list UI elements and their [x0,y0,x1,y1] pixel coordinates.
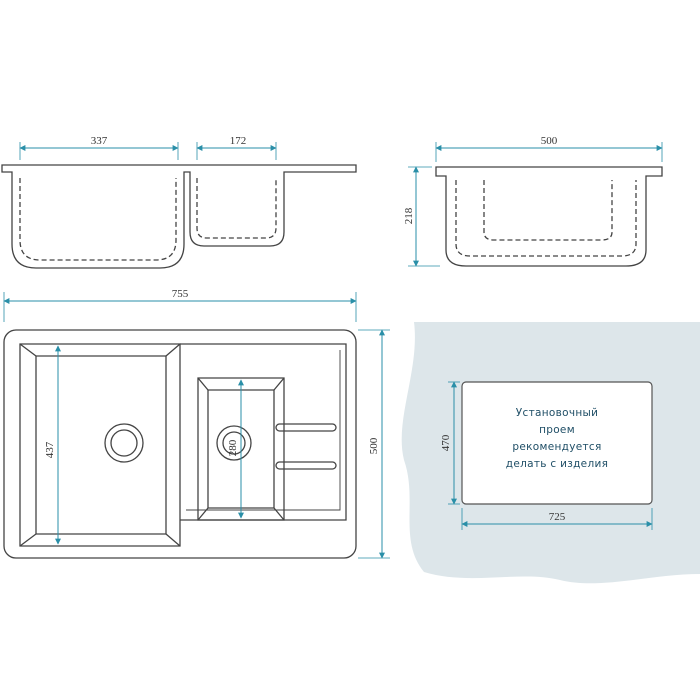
dim-bowl-small-length: 280 [227,439,239,456]
front-section-view [1,164,357,269]
note-line-3: рекомендуется [512,441,601,453]
dim-bowl-large-length: 437 [44,441,56,458]
dim-cutout-width: 725 [549,511,566,523]
plan-view [3,329,357,559]
dim-overall-width: 755 [172,288,189,300]
dim-overall-depth: 500 [368,437,380,454]
note-line-2: проем [539,424,575,436]
note-line-1: Установочный [516,407,598,419]
width-500-dimension: 500 [435,135,663,162]
length-437-dimension: 437 [44,345,61,545]
dim-cutout-height: 470 [440,434,452,451]
width-337-dimension: 337 [19,135,179,160]
depth-500-dimension: 500 [358,329,390,559]
width-172-dimension: 172 [196,135,277,160]
height-218-dimension: 218 [403,166,440,267]
length-280-dimension: 280 [227,379,244,519]
dim-bowl-large-width: 337 [91,135,108,147]
note-line-4: делать с изделия [506,458,608,470]
width-755-dimension: 755 [3,288,357,322]
cutout-opening [461,381,653,505]
cutout-width-dimension: 725 [461,508,653,530]
dim-side-depth: 500 [541,135,558,147]
dim-bowl-small-width: 172 [230,135,247,147]
side-section-view [435,166,663,267]
cutout-height-dimension: 470 [440,381,460,505]
dim-sink-height: 218 [403,207,415,224]
